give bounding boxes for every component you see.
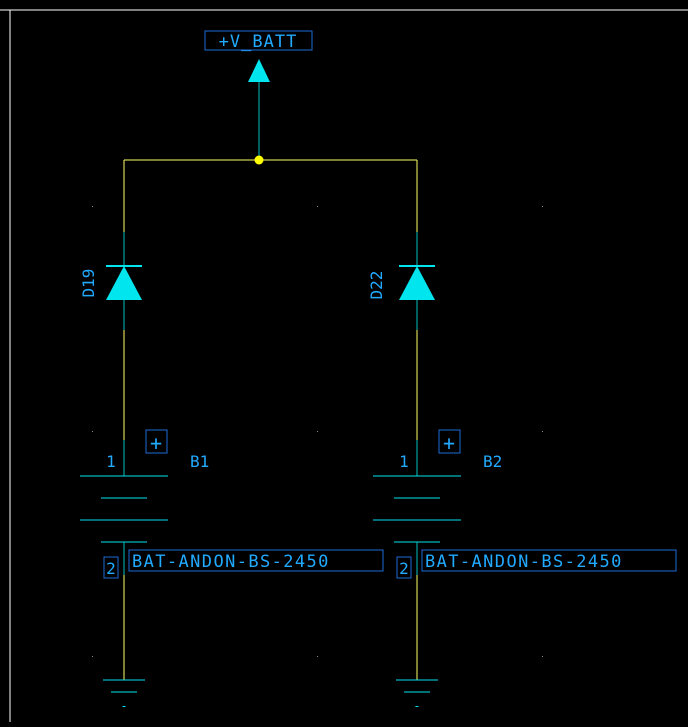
diode-designator: D19 bbox=[79, 269, 98, 298]
diode-triangle-icon bbox=[106, 266, 142, 300]
ground-symbol-right[interactable]: - bbox=[396, 679, 438, 713]
value-box bbox=[128, 549, 384, 572]
battery-b2[interactable]: + 1 B2 2 BAT-ANDON-BS-2450 bbox=[373, 429, 677, 579]
diode-d22[interactable]: D22 bbox=[367, 232, 435, 330]
value-box bbox=[421, 549, 677, 572]
diode-triangle-icon bbox=[399, 266, 435, 300]
pin-number-minus: 2 bbox=[399, 559, 409, 578]
battery-value: BAT-ANDON-BS-2450 bbox=[132, 552, 330, 572]
pin-number-minus: 2 bbox=[106, 559, 116, 578]
battery-designator: B1 bbox=[190, 452, 209, 471]
battery-b1[interactable]: + 1 B1 2 BAT-ANDON-BS-2450 bbox=[80, 429, 384, 579]
battery-designator: B2 bbox=[483, 452, 502, 471]
plus-icon: + bbox=[443, 431, 455, 455]
battery-value: BAT-ANDON-BS-2450 bbox=[425, 552, 623, 572]
pin-number-plus: 1 bbox=[399, 452, 409, 471]
grid-dots bbox=[92, 206, 543, 657]
pin-number-plus: 1 bbox=[106, 452, 116, 471]
diode-d19[interactable]: D19 bbox=[79, 232, 142, 330]
pin-number-box bbox=[103, 556, 119, 579]
power-port-label: +V_BATT bbox=[219, 32, 298, 52]
ground-icon: - bbox=[120, 699, 127, 713]
polarity-box bbox=[145, 429, 168, 454]
plus-icon: + bbox=[150, 431, 162, 455]
power-port-v-batt[interactable]: +V_BATT bbox=[204, 30, 313, 160]
junction-dot bbox=[254, 155, 264, 165]
pin-number-box bbox=[396, 556, 412, 579]
power-arrow-icon bbox=[248, 59, 270, 82]
polarity-box bbox=[438, 429, 461, 454]
ground-icon: - bbox=[413, 699, 420, 713]
diode-designator: D22 bbox=[367, 271, 386, 300]
wires bbox=[123, 159, 418, 680]
power-port-label-box bbox=[204, 30, 313, 51]
ground-symbol-left[interactable]: - bbox=[103, 679, 145, 713]
